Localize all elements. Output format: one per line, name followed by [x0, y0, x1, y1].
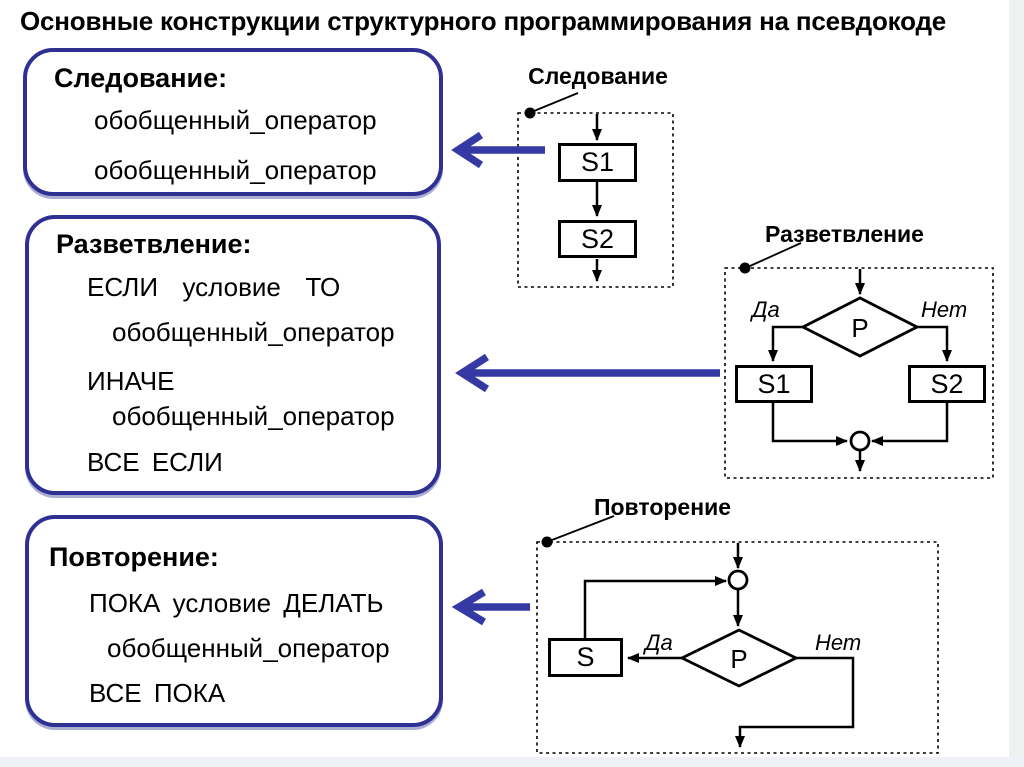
callout-line — [533, 92, 579, 112]
code-line: обобщенный_оператор — [112, 401, 395, 431]
pseudocode-box-sequence: Следование: обобщенный_оператор обобщенн… — [23, 48, 443, 196]
callout-dot — [541, 536, 553, 548]
callout-dot — [524, 107, 536, 119]
flowchart-label-branch: Разветвление — [765, 221, 924, 247]
dashed-frame — [517, 112, 674, 288]
code-line: обобщенный_оператор — [94, 155, 377, 185]
flowchart-branch — [724, 242, 994, 479]
page-title: Основные конструкции структурного програ… — [20, 6, 947, 36]
condition-label: P — [730, 644, 748, 674]
junction-circle — [849, 430, 871, 452]
code-line: ЕСЛИ условие ТО — [87, 272, 341, 302]
branch-label-no: Нет — [921, 297, 968, 322]
code-line: ВСЕ ЕСЛИ — [87, 447, 223, 477]
code-line: ИНАЧЕ — [87, 366, 175, 396]
merge-arrow-right — [871, 403, 949, 446]
flowchart-label-loop: Повторение — [593, 494, 732, 520]
pointer-arrows — [451, 131, 720, 626]
merge-arrow-left — [771, 403, 848, 446]
slide-bottom-edge — [0, 757, 1024, 767]
code-line: ПОКА условие ДЕЛАТЬ — [89, 588, 384, 618]
blue-arrow-sequence — [451, 131, 545, 169]
process-box-s: S — [548, 638, 623, 677]
code-line: ВСЕ ПОКА — [89, 678, 226, 708]
blue-arrow-branch — [455, 353, 720, 393]
branch-label-no: Нет — [815, 630, 862, 655]
process-box-s1: S1 — [735, 365, 813, 403]
blue-arrow-loop — [451, 588, 530, 626]
code-line: обобщенный_оператор — [112, 317, 395, 347]
no-branch-arrow — [917, 325, 952, 362]
flowchart-label-sequence: Следование — [528, 63, 668, 89]
flowchart-loop — [536, 515, 939, 754]
code-line: обобщенный_оператор — [107, 633, 390, 663]
box-heading: Разветвление: — [56, 229, 252, 259]
pseudocode-box-loop: Повторение: ПОКА условие ДЕЛАТЬ обобщенн… — [25, 515, 443, 727]
condition-label: P — [851, 313, 869, 343]
slide-right-edge — [1009, 0, 1024, 767]
callout-dot — [739, 262, 751, 274]
process-box-s2: S2 — [908, 365, 986, 403]
process-box-s2: S2 — [558, 220, 637, 258]
code-line: обобщенный_оператор — [94, 105, 377, 135]
process-box-s1: S1 — [558, 143, 637, 182]
branch-label-yes: Да — [645, 630, 673, 655]
pseudocode-box-branch: Разветвление: ЕСЛИ условие ТО обобщенный… — [25, 215, 441, 495]
box-heading: Повторение: — [49, 542, 219, 572]
box-heading: Следование: — [54, 63, 228, 93]
branch-label-yes: Да — [752, 297, 780, 322]
yes-branch-arrow — [768, 325, 803, 362]
junction-circle — [727, 569, 749, 591]
